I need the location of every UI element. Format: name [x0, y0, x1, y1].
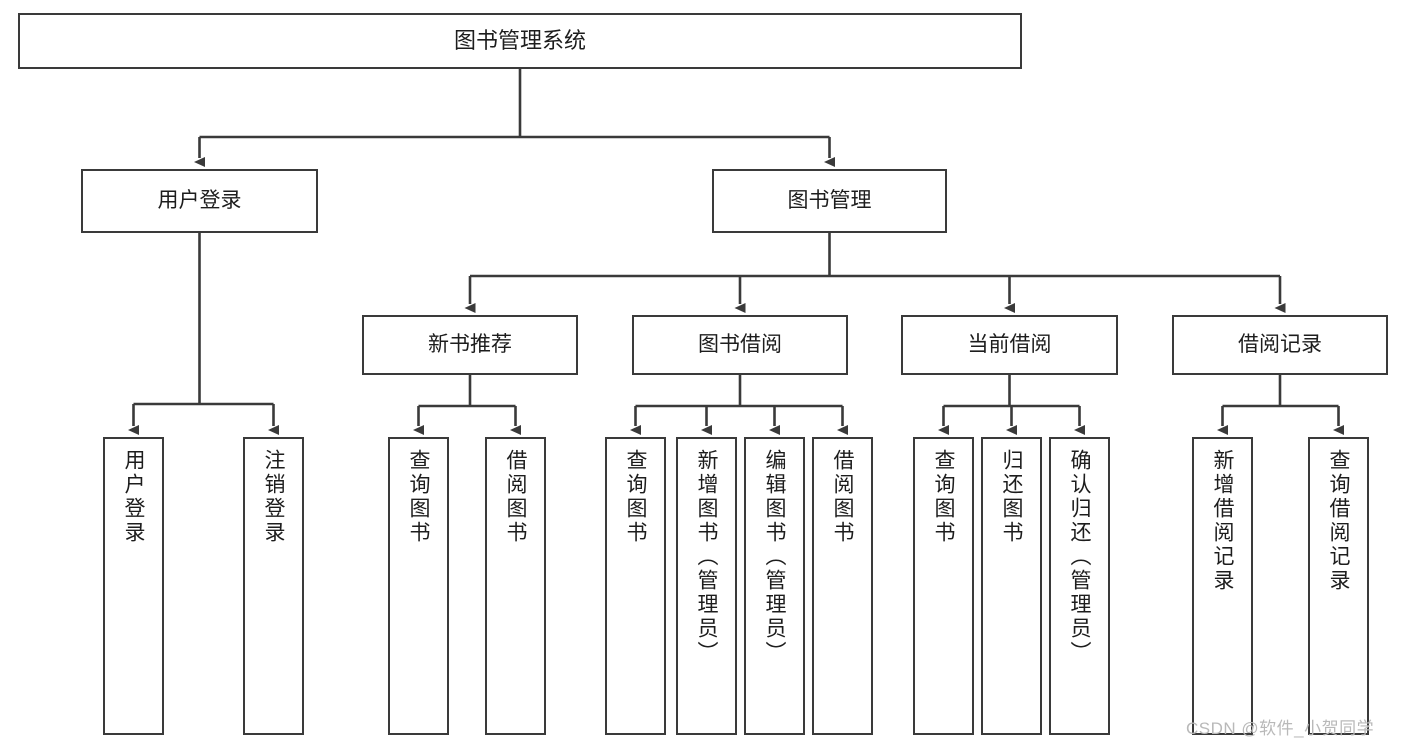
node-label: 新增图书（管理员）	[695, 449, 718, 665]
node-查询图书: 查询图书	[605, 437, 666, 735]
node-当前借阅: 当前借阅	[901, 315, 1118, 375]
node-图书管理: 图书管理	[712, 169, 947, 233]
node-用户登录: 用户登录	[103, 437, 164, 735]
node-图书管理系统: 图书管理系统	[18, 13, 1022, 69]
node-label: 当前借阅	[967, 332, 1052, 356]
node-label: 确认归还（管理员）	[1068, 449, 1091, 665]
node-确认归还管理员: 确认归还（管理员）	[1049, 437, 1110, 735]
node-查询借阅记录: 查询借阅记录	[1308, 437, 1369, 735]
node-查询图书: 查询图书	[388, 437, 449, 735]
node-label: 编辑图书（管理员）	[763, 449, 786, 665]
node-查询图书: 查询图书	[913, 437, 974, 735]
node-用户登录: 用户登录	[81, 169, 318, 233]
node-label: 查询图书	[932, 449, 955, 545]
node-新增图书管理员: 新增图书（管理员）	[676, 437, 737, 735]
node-新书推荐: 新书推荐	[362, 315, 578, 375]
node-新增借阅记录: 新增借阅记录	[1192, 437, 1253, 735]
node-label: 图书管理系统	[453, 28, 586, 54]
node-注销登录: 注销登录	[243, 437, 304, 735]
node-label: 图书借阅	[698, 332, 782, 356]
node-label: 归还图书	[1000, 449, 1023, 545]
node-归还图书: 归还图书	[981, 437, 1042, 735]
node-label: 借阅记录	[1238, 332, 1322, 356]
node-label: 借阅图书	[831, 449, 854, 545]
node-借阅记录: 借阅记录	[1172, 315, 1388, 375]
node-label: 图书管理	[787, 188, 872, 212]
node-label: 用户登录	[157, 188, 242, 212]
node-label: 查询图书	[407, 449, 430, 545]
node-label: 注销登录	[262, 449, 285, 545]
node-图书借阅: 图书借阅	[632, 315, 848, 375]
node-编辑图书管理员: 编辑图书（管理员）	[744, 437, 805, 735]
node-label: 查询借阅记录	[1327, 449, 1350, 593]
node-label: 借阅图书	[504, 449, 527, 545]
node-label: 新增借阅记录	[1211, 449, 1234, 593]
node-借阅图书: 借阅图书	[812, 437, 873, 735]
node-借阅图书: 借阅图书	[485, 437, 546, 735]
node-label: 新书推荐	[428, 332, 512, 356]
node-label: 用户登录	[122, 449, 145, 545]
node-label: 查询图书	[624, 449, 647, 545]
